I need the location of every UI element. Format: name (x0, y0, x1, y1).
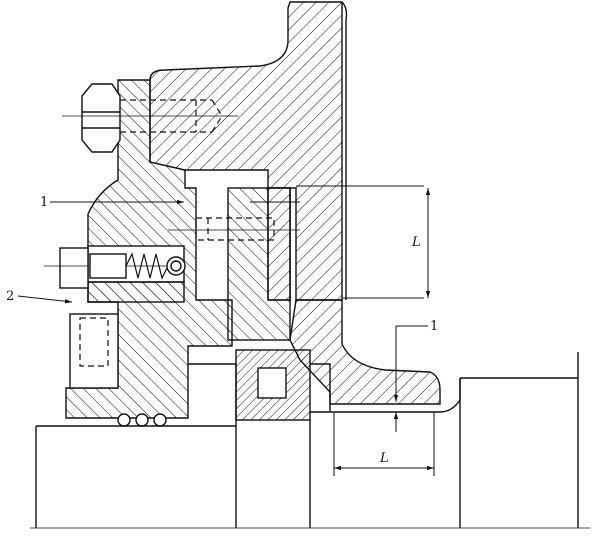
callout-part-2: 2 (6, 289, 14, 304)
retainer-window (257, 367, 287, 399)
dimension-l-horizontal (333, 412, 435, 476)
callout-part-1-lower: 1 (430, 319, 438, 334)
gland-bolt-head (81, 83, 121, 153)
dimension-l-vertical-label: L (411, 235, 421, 250)
spring-screw-cap (59, 247, 89, 289)
pump-housing (149, 1, 343, 301)
spring-pocket-lower (87, 281, 185, 303)
clearance-indicator-lower (393, 325, 428, 432)
lower-flange (69, 313, 119, 389)
o-ring-row (117, 413, 167, 427)
compression-spring (125, 252, 169, 280)
spring-ball (166, 256, 186, 276)
leader-part-2 (17, 295, 73, 304)
callout-part-1-upper: 1 (40, 195, 48, 210)
shaft-sleeve (289, 299, 441, 405)
dimension-l-horizontal-label: L (379, 451, 389, 466)
